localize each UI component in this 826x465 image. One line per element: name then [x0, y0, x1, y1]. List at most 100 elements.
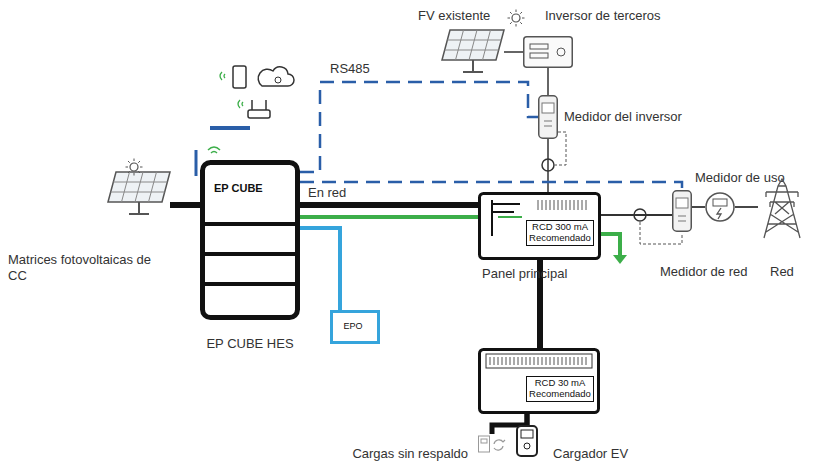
phone-icon	[233, 66, 246, 88]
comm-line	[195, 150, 198, 176]
wire-connector	[300, 202, 478, 208]
breaker-tick	[546, 200, 547, 210]
device-label: FV existente	[418, 8, 490, 24]
sub-panel: RCD 30 mA Recomendado	[478, 348, 600, 414]
connector-label: En red	[306, 185, 348, 201]
device-label: EP CUBE HES	[190, 336, 310, 352]
sun-ray	[138, 161, 140, 163]
breaker-tick	[542, 357, 543, 365]
meter-mark	[544, 126, 552, 127]
breaker-tick	[582, 357, 583, 365]
router-icon	[248, 110, 270, 118]
wire-connector	[504, 51, 523, 53]
busbar	[492, 211, 514, 213]
breaker-tick	[554, 200, 555, 210]
meter-icon: Medidor del inversor	[538, 95, 558, 139]
busbar	[492, 203, 520, 205]
breaker-tick	[558, 357, 559, 365]
sun-ray	[138, 171, 140, 173]
panel-body	[480, 194, 600, 259]
wire-connector	[547, 139, 549, 192]
rcd-note: RCD 300 mA Recomendado	[526, 220, 594, 246]
breaker-tick	[570, 200, 571, 210]
pv-panel	[442, 30, 504, 60]
breaker-tick	[558, 200, 559, 210]
breaker-tick	[586, 200, 587, 210]
loads-icon-shape	[478, 434, 506, 456]
usage-meter-icon-shape	[705, 192, 735, 222]
wifi-symbol	[238, 100, 243, 108]
meter-mark	[544, 121, 552, 122]
connector-label: RS485	[328, 61, 372, 77]
pv-array-icon-shape	[108, 170, 170, 216]
router-icon	[252, 100, 266, 110]
lightning-symbol	[717, 208, 721, 219]
pv-cell-line	[135, 172, 143, 202]
breaker-tick	[550, 200, 551, 210]
pv-panel	[108, 172, 170, 202]
ground-bar	[498, 216, 522, 218]
meter-icon: Medidor de red	[672, 190, 692, 232]
sun-ray	[508, 18, 511, 19]
loads-icon: Cargas sin respaldo	[478, 434, 506, 456]
rcd-note: RCD 30 mA Recomendado	[526, 376, 594, 402]
device-label: Medidor de uso	[695, 170, 785, 186]
load-symbol	[481, 439, 487, 443]
panel-body	[480, 350, 599, 413]
pv-cell-line	[445, 50, 499, 51]
cloud-icon	[258, 67, 294, 86]
sun-ray	[510, 22, 512, 24]
pv-cell-line	[111, 192, 165, 193]
inverter-knob	[557, 48, 565, 56]
comm-line	[210, 126, 250, 130]
ground-wire	[300, 215, 478, 219]
meter-body	[673, 191, 692, 232]
sun-ray	[134, 159, 135, 162]
breaker-tick	[514, 357, 515, 365]
usage-meter-body	[706, 193, 734, 221]
wire-connector	[300, 182, 682, 190]
sun-ray	[520, 22, 522, 24]
breaker-tick	[498, 357, 499, 365]
breaker-tick	[542, 200, 543, 210]
device-label: Red	[770, 264, 794, 280]
cloud-icon	[275, 77, 281, 83]
inverter-icon-shape	[523, 36, 573, 68]
module-divider	[202, 222, 298, 226]
breaker-tick	[546, 357, 547, 365]
pv-cell-line	[483, 30, 491, 60]
battery-cabinet: EP CUBEEP CUBE HES	[200, 160, 300, 320]
breaker-tick	[526, 357, 527, 365]
pv-stand	[463, 71, 483, 73]
pv-cell-line	[149, 172, 157, 202]
sun-ray	[520, 12, 522, 14]
module-divider	[202, 252, 298, 256]
ground-symbol	[613, 255, 627, 264]
pv-stand	[129, 213, 149, 215]
device-label: Cargador EV	[553, 446, 628, 462]
breaker-tick	[578, 357, 579, 365]
meter-window	[676, 198, 688, 208]
pv-stand	[138, 202, 140, 213]
sun-symbol	[512, 14, 520, 22]
breaker-tick	[538, 200, 539, 210]
meter-mark	[678, 216, 686, 217]
charger-screen	[521, 430, 533, 438]
inverter-display	[530, 44, 548, 49]
device-label: Medidor del inversor	[564, 109, 682, 125]
breaker-tick	[522, 357, 523, 365]
wire-connector	[601, 214, 672, 216]
load-symbol	[479, 436, 490, 452]
pv-cell-line	[469, 30, 477, 60]
meter-mark	[678, 221, 686, 222]
wire-connector	[547, 68, 549, 95]
sun-ray	[126, 167, 129, 168]
pv-array-icon-shape	[442, 28, 504, 74]
breaker-tick	[518, 357, 519, 365]
pv-stand	[472, 60, 474, 71]
inverter-body	[524, 37, 573, 68]
breaker-tick	[538, 357, 539, 365]
breaker-tick	[502, 357, 503, 365]
grid-tower-icon: Red	[758, 178, 806, 240]
